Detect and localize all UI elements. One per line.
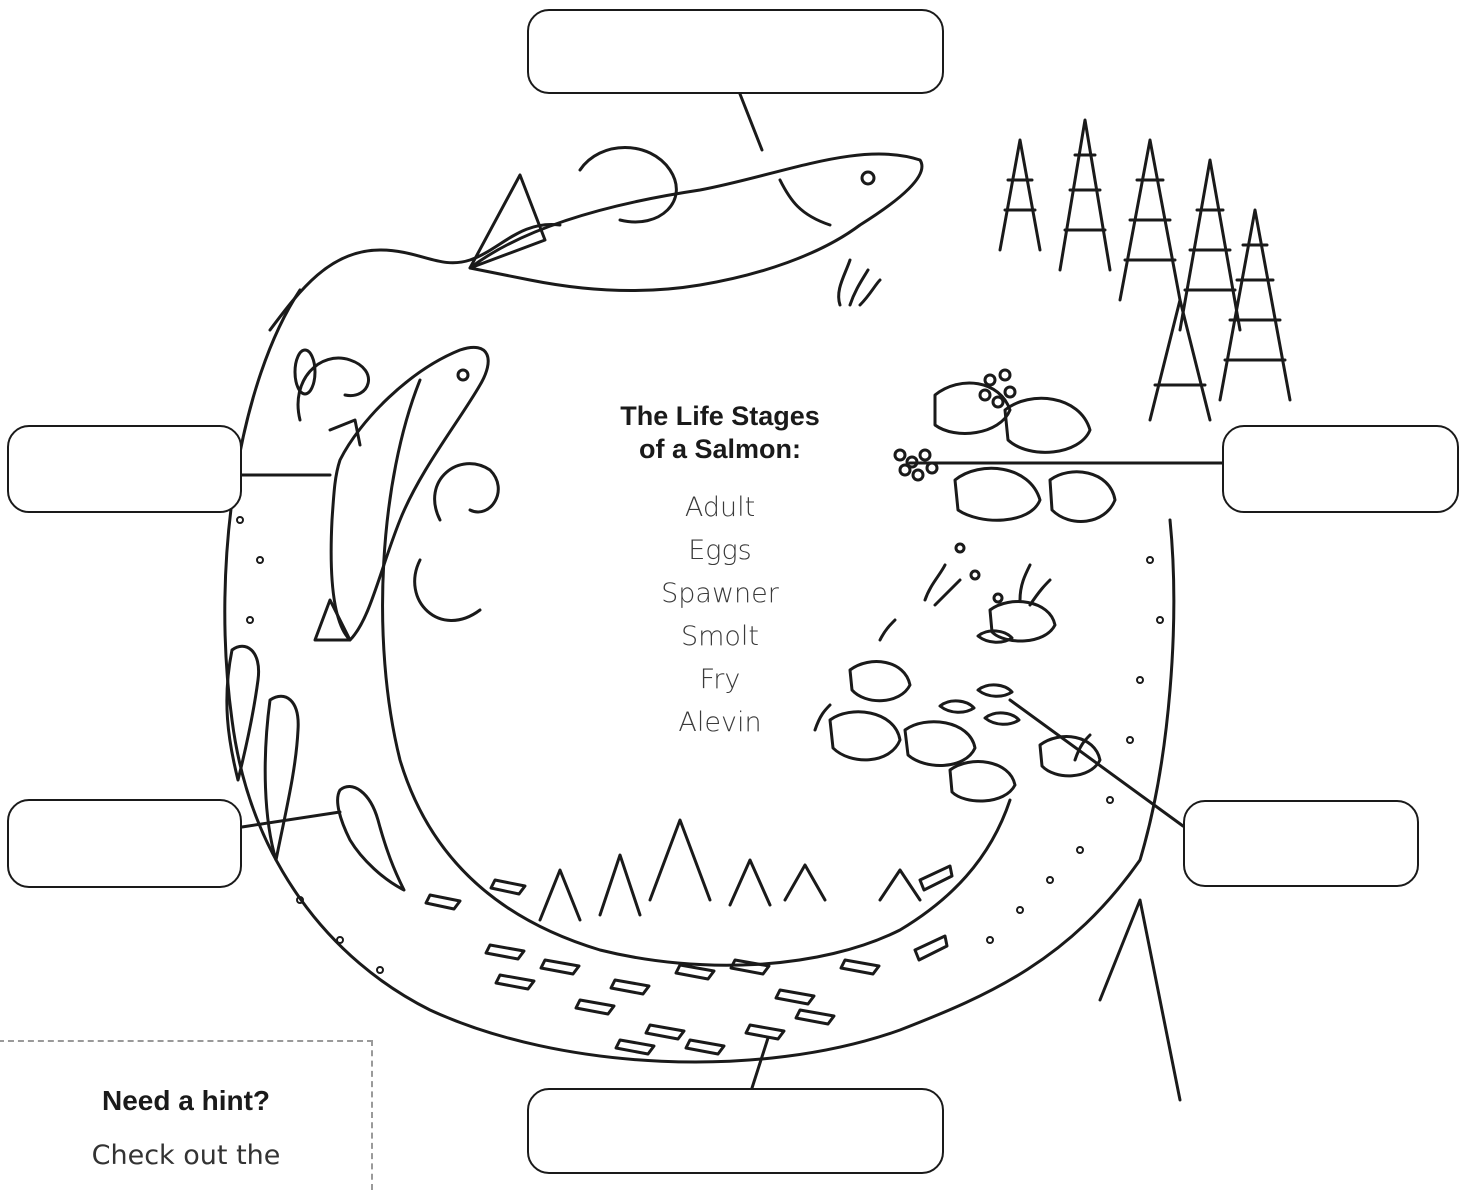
spawner-salmon bbox=[331, 347, 488, 640]
label-box-bottom[interactable] bbox=[527, 1088, 944, 1174]
stage-item: Adult bbox=[585, 486, 855, 529]
label-box-right[interactable] bbox=[1222, 425, 1459, 513]
small-salmon-2 bbox=[265, 696, 298, 860]
stage-item: Smolt bbox=[585, 615, 855, 658]
stage-item: Spawner bbox=[585, 572, 855, 615]
shore-trees bbox=[540, 820, 920, 920]
word-bank: The Life Stages of a Salmon: Adult Eggs … bbox=[585, 400, 855, 744]
hint-text: Check out the bbox=[0, 1140, 372, 1171]
stage-item: Eggs bbox=[585, 529, 855, 572]
stage-item: Alevin bbox=[585, 701, 855, 744]
hint-title: Need a hint? bbox=[0, 1085, 372, 1117]
alevin-fish bbox=[940, 631, 1019, 724]
diagram-title-line-2: of a Salmon: bbox=[585, 433, 855, 466]
small-salmon-3 bbox=[338, 787, 404, 890]
stage-item: Fry bbox=[585, 658, 855, 701]
label-box-left[interactable] bbox=[7, 425, 242, 513]
water-plants bbox=[815, 260, 1090, 760]
label-box-lower-right[interactable] bbox=[1183, 800, 1419, 887]
river-stones bbox=[830, 383, 1115, 801]
diagram-title-line-1: The Life Stages bbox=[585, 400, 855, 433]
fry-school bbox=[426, 866, 952, 1054]
label-box-top[interactable] bbox=[527, 9, 944, 94]
label-box-lower-left[interactable] bbox=[7, 799, 242, 888]
diagram-title: The Life Stages of a Salmon: bbox=[585, 400, 855, 466]
stage-list: Adult Eggs Spawner Smolt Fry Alevin bbox=[585, 486, 855, 744]
